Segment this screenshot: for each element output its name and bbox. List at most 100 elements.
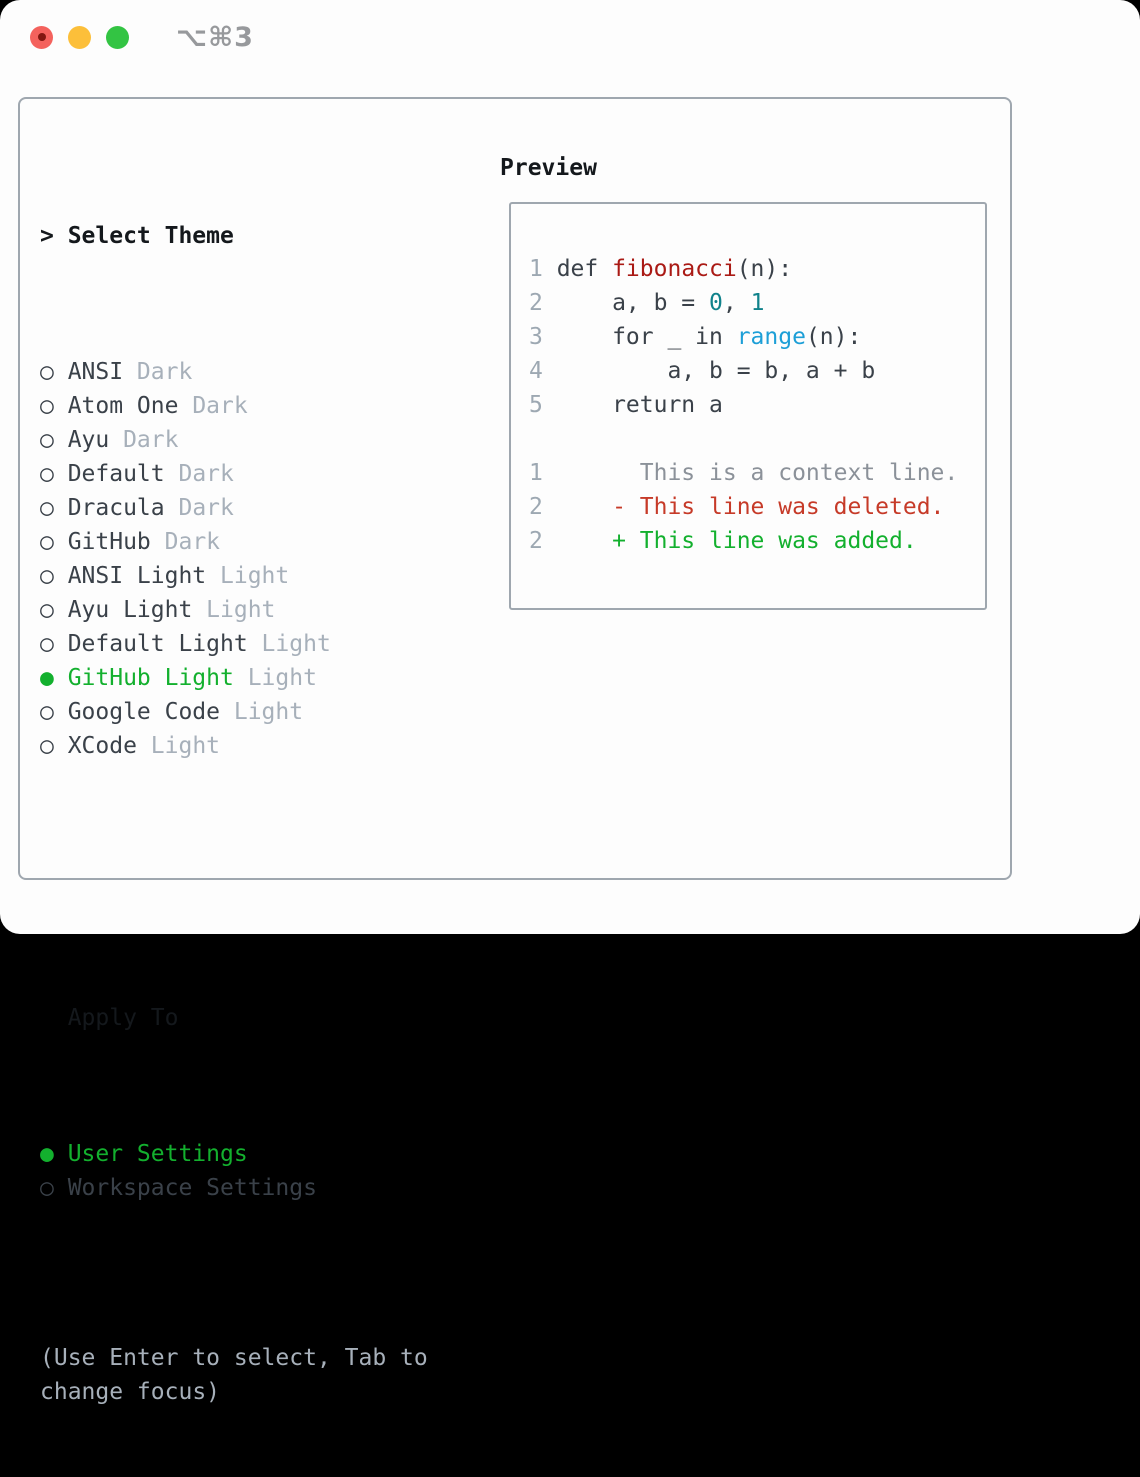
theme-variant-label: Dark [109, 427, 179, 453]
token-num: 1 [750, 290, 765, 316]
radio-icon: ○ [40, 427, 68, 453]
radio-icon: ○ [40, 1175, 68, 1201]
token-func: fibonacci [612, 256, 737, 282]
theme-option-label: GitHub [67, 529, 151, 555]
radio-icon: ○ [40, 563, 68, 589]
radio-icon: ○ [40, 597, 68, 623]
theme-variant-label: Light [233, 665, 317, 691]
theme-variant-label: Dark [123, 359, 193, 385]
theme-option-ayu-light[interactable]: ○ Ayu Light Light [40, 593, 480, 627]
line-number: 2 [529, 494, 543, 520]
token-context: This is a context line. [556, 460, 959, 486]
line-number: 5 [529, 392, 543, 418]
theme-option-atom-one[interactable]: ○ Atom One Dark [40, 389, 480, 423]
radio-icon: ○ [40, 393, 68, 419]
token-default: def [556, 256, 613, 282]
theme-option-xcode[interactable]: ○ XCode Light [40, 729, 480, 763]
theme-variant-label: Dark [164, 461, 234, 487]
caret-icon: > [40, 223, 54, 249]
select-theme-heading-label: Select Theme [67, 223, 234, 249]
theme-option-label: ANSI [67, 359, 124, 385]
theme-variant-label: Light [206, 563, 290, 589]
theme-variant-label: Dark [150, 529, 221, 555]
theme-option-dracula[interactable]: ○ Dracula Dark [40, 491, 480, 525]
token-default: return a [556, 392, 723, 418]
theme-option-ansi[interactable]: ○ ANSI Dark [40, 355, 480, 389]
code-line: 4 a, b = b, a + b [529, 354, 985, 388]
code-line: 2 - This line was deleted. [529, 490, 985, 524]
app-window: ⌥⌘3 >Select Theme ○ ANSI Dark○ Atom One … [0, 0, 1140, 1405]
theme-option-label: Default Light [67, 631, 248, 657]
radio-icon: ○ [40, 461, 68, 487]
radio-icon: ○ [40, 359, 68, 385]
theme-option-label: Ayu [67, 427, 110, 453]
radio-icon: ○ [40, 631, 68, 657]
theme-option-default-light[interactable]: ○ Default Light Light [40, 627, 480, 661]
code-line: 2 a, b = 0, 1 [529, 286, 985, 320]
theme-variant-label: Dark [164, 495, 234, 521]
apply-to-options: ● User Settings○ Workspace Settings [40, 1137, 480, 1205]
preview-heading: Preview [500, 155, 597, 181]
theme-option-default[interactable]: ○ Default Dark [40, 457, 480, 491]
token-added: + This line was added. [556, 528, 917, 554]
code-line: 5 return a [529, 388, 985, 422]
theme-variant-label: Light [136, 733, 221, 759]
line-number: 3 [529, 324, 543, 350]
titlebar: ⌥⌘3 [30, 22, 254, 53]
line-number: 2 [529, 290, 543, 316]
minimize-button-icon[interactable] [68, 25, 91, 49]
token-num: 0 [709, 290, 723, 316]
token-default: , [722, 290, 751, 316]
radio-icon: ○ [40, 529, 68, 555]
theme-variant-label: Light [247, 631, 331, 657]
token-default: (n): [736, 256, 793, 282]
token-default: a, b = [556, 290, 710, 316]
theme-option-label: GitHub Light [67, 665, 234, 691]
theme-variant-label: Dark [178, 393, 248, 419]
window-title-shortcut: ⌥⌘3 [176, 21, 254, 53]
radio-icon: ○ [40, 733, 68, 759]
radio-icon: ○ [40, 495, 68, 521]
theme-option-label: Atom One [67, 393, 179, 419]
line-number: 4 [529, 358, 543, 384]
theme-picker-column: >Select Theme ○ ANSI Dark○ Atom One Dark… [40, 151, 480, 1477]
apply-option-label: User Settings [67, 1141, 248, 1167]
token-default: for _ in [556, 324, 737, 350]
apply-option-label: Workspace Settings [67, 1175, 317, 1201]
select-theme-heading: > Select Theme [40, 219, 480, 253]
theme-option-label: XCode [67, 733, 137, 759]
token-default: (n): [805, 324, 862, 350]
theme-option-label: Google Code [67, 699, 221, 725]
theme-option-github[interactable]: ○ GitHub Dark [40, 525, 480, 559]
line-number: 1 [529, 460, 543, 486]
theme-variant-label: Light [192, 597, 276, 623]
theme-variant-label: Light [220, 699, 304, 725]
theme-picker-panel: >Select Theme ○ ANSI Dark○ Atom One Dark… [18, 97, 1012, 1405]
token-deleted: - This line was deleted. [556, 494, 945, 520]
blank-line [529, 422, 985, 456]
code-line: 1 This is a context line. [529, 456, 985, 490]
zoom-button-icon[interactable] [106, 25, 129, 49]
radio-selected-icon: ● [40, 665, 68, 691]
close-button-icon[interactable] [30, 25, 53, 49]
theme-list: ○ ANSI Dark○ Atom One Dark○ Ayu Dark○ De… [40, 355, 480, 763]
code-line: 3 for _ in range(n): [529, 320, 985, 354]
theme-option-github-light[interactable]: ● GitHub Light Light [40, 661, 480, 695]
radio-selected-icon: ● [40, 1141, 68, 1167]
apply-option-workspace-settings[interactable]: ○ Workspace Settings [40, 1171, 480, 1205]
apply-option-user-settings[interactable]: ● User Settings [40, 1137, 480, 1171]
theme-option-label: Dracula [67, 495, 165, 521]
spacer [40, 865, 480, 899]
line-number: 2 [529, 528, 543, 554]
theme-option-google-code[interactable]: ○ Google Code Light [40, 695, 480, 729]
theme-option-label: Default [67, 461, 165, 487]
theme-option-ansi-light[interactable]: ○ ANSI Light Light [40, 559, 480, 593]
theme-option-ayu[interactable]: ○ Ayu Dark [40, 423, 480, 457]
theme-option-label: ANSI Light [67, 563, 207, 589]
radio-icon: ○ [40, 699, 68, 725]
code-line: 2 + This line was added. [529, 524, 985, 558]
token-default: a, b = b, a + b [556, 358, 876, 384]
token-builtin: range [736, 324, 806, 350]
